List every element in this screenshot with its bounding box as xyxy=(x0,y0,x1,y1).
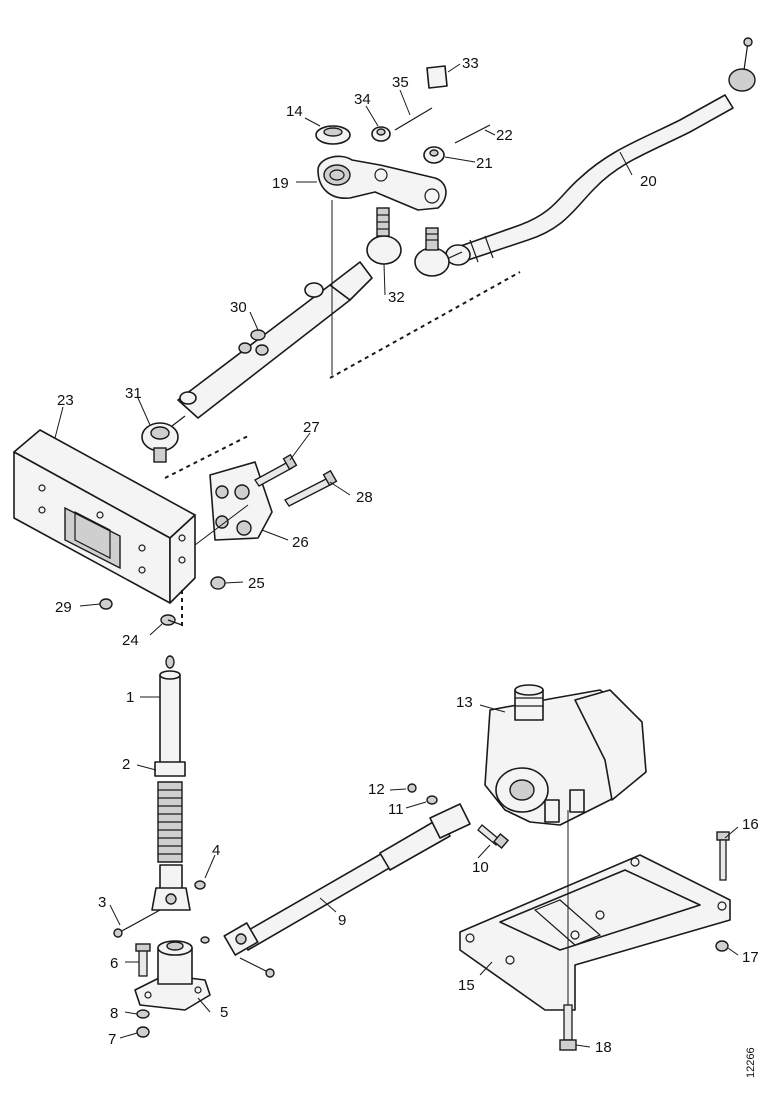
label-24: 24 xyxy=(122,632,139,649)
label-1: 1 xyxy=(126,689,134,706)
washer-8 xyxy=(136,1009,150,1019)
bolt-3 xyxy=(113,909,161,938)
nut-29 xyxy=(99,598,113,610)
bolt-10 xyxy=(477,824,510,850)
bracket-23 xyxy=(13,429,196,604)
label-25: 25 xyxy=(248,575,265,592)
nut-4 xyxy=(194,880,206,890)
gear-bracket-15 xyxy=(459,854,731,1011)
drag-link-20 xyxy=(445,37,756,266)
label-9: 9 xyxy=(338,912,346,929)
label-23: 23 xyxy=(57,392,74,409)
bolt-6 xyxy=(135,943,151,977)
label-29: 29 xyxy=(55,599,72,616)
bolt-27 xyxy=(254,453,298,487)
label-27: 27 xyxy=(303,419,320,436)
ball-joint-32 xyxy=(366,207,402,265)
drag-link-ball-joint xyxy=(414,227,463,277)
nut-12 xyxy=(407,783,417,793)
label-12: 12 xyxy=(368,781,385,798)
bolt-18 xyxy=(559,1004,577,1051)
washer-11 xyxy=(426,795,438,805)
split-pin-22 xyxy=(454,124,491,144)
label-17: 17 xyxy=(742,949,759,966)
label-19: 19 xyxy=(272,175,289,192)
pitman-arm-19 xyxy=(317,155,447,211)
intermediate-shaft-9 xyxy=(223,803,471,956)
label-13: 13 xyxy=(456,694,473,711)
nut-7 xyxy=(136,1026,150,1038)
label-21: 21 xyxy=(476,155,493,172)
nut-34 xyxy=(371,126,391,142)
label-2: 2 xyxy=(122,756,130,773)
label-15: 15 xyxy=(458,977,475,994)
label-14: 14 xyxy=(286,103,303,120)
bearing-housing-5 xyxy=(134,940,211,1011)
bellows-2 xyxy=(154,761,186,863)
label-33: 33 xyxy=(462,55,479,72)
bolt-lower-shaft xyxy=(239,957,275,978)
bolt-28 xyxy=(284,469,338,507)
nut-14 xyxy=(315,125,351,145)
label-6: 6 xyxy=(110,955,118,972)
steering-cylinder xyxy=(177,261,373,419)
label-10: 10 xyxy=(472,859,489,876)
nut-17 xyxy=(715,940,729,952)
label-5: 5 xyxy=(220,1004,228,1021)
universal-joint-lower xyxy=(151,864,191,911)
label-11: 11 xyxy=(388,801,404,818)
leader-lines xyxy=(54,63,739,1048)
label-22: 22 xyxy=(496,127,513,144)
label-30: 30 xyxy=(230,299,247,316)
steering-gear-13 xyxy=(484,684,647,826)
mounting-plate-26 xyxy=(209,461,273,541)
nut-21 xyxy=(423,146,445,164)
label-16: 16 xyxy=(742,816,759,833)
label-4: 4 xyxy=(212,842,220,859)
label-32: 32 xyxy=(388,289,405,306)
label-28: 28 xyxy=(356,489,373,506)
label-3: 3 xyxy=(98,894,106,911)
cap-33 xyxy=(426,65,448,89)
drawing-reference-number: 12266 xyxy=(745,1047,757,1078)
nut-25 xyxy=(210,576,226,590)
nut-upper-small xyxy=(200,936,210,944)
bolt-24 xyxy=(160,614,183,626)
nuts-30 xyxy=(238,329,269,356)
label-8: 8 xyxy=(110,1005,118,1022)
label-18: 18 xyxy=(595,1039,612,1056)
label-7: 7 xyxy=(108,1031,116,1048)
label-26: 26 xyxy=(292,534,309,551)
bolt-16 xyxy=(716,831,730,881)
label-34: 34 xyxy=(354,91,371,108)
split-pin-35 xyxy=(394,107,433,131)
label-31: 31 xyxy=(125,385,142,402)
label-20: 20 xyxy=(640,173,657,190)
label-35: 35 xyxy=(392,74,409,91)
steering-column-1 xyxy=(159,655,181,771)
ball-joint-31 xyxy=(141,415,186,463)
